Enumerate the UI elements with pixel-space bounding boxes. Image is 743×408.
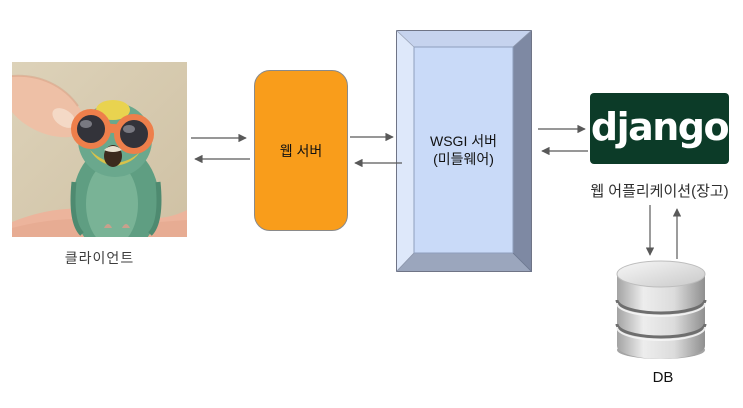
database-icon — [615, 260, 707, 359]
wsgi-server-label: WSGI 서버 (미들웨어) — [414, 47, 513, 253]
web-server-node: 웹 서버 — [254, 70, 348, 231]
wsgi-server-node — [396, 30, 532, 272]
sunglasses — [71, 109, 154, 154]
db-label: DB — [652, 369, 674, 386]
wsgi-label-line2: (미들웨어) — [433, 151, 494, 167]
django-caption: 웹 어플리케이션(장고) — [590, 183, 729, 200]
wsgi-label-line1: WSGI 서버 — [430, 133, 497, 149]
client-label: 클라이언트 — [64, 250, 135, 266]
bird-yellow-face — [90, 150, 140, 166]
django-logo: django — [590, 93, 730, 164]
django-logo-text: django — [590, 104, 730, 149]
client-photo — [12, 62, 187, 237]
web-server-label: 웹 서버 — [279, 142, 323, 159]
